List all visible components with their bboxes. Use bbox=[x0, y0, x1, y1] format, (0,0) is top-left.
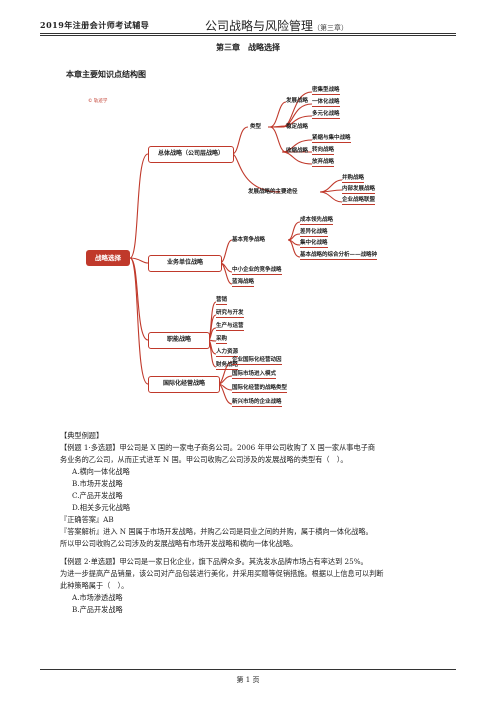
q1-line: 【例题 1·多选题】甲公司是 X 国的一家电子商务公司。2006 年甲公司收购了… bbox=[60, 443, 376, 452]
leaf-diversification: 多元化战略 bbox=[312, 111, 340, 119]
q1-line: 务业务的乙公司，从而正式进军 N 国。甲公司收购乙公司涉及的发展战略的类型有（ … bbox=[60, 455, 348, 464]
mind-map-connectors bbox=[129, 91, 343, 405]
leaf-intl-types: 国际化经营的战略类型 bbox=[232, 385, 288, 393]
q2-line: 为进一步提高产品销量，该公司对产品包装进行美化，并采用买赠等促销措施。根据以上信… bbox=[60, 569, 384, 578]
q1-option-a: A.横向一体化战略 bbox=[72, 467, 130, 476]
node-retreat: 收缩战略 bbox=[286, 148, 309, 154]
leaf-emerging: 新兴市场的企业战略 bbox=[232, 399, 282, 407]
mind-map: © 轨迹学 战略选择 总体战略（公司层战略） 业务单位战略 职能战略 国际化经营… bbox=[80, 82, 440, 427]
leaf-differentiation: 差异化战略 bbox=[300, 229, 328, 237]
node-growth: 发展战略 bbox=[286, 98, 309, 104]
leaf-retrench: 紧缩与集中战略 bbox=[312, 135, 351, 143]
header-title: 公司战略与风险管理 bbox=[205, 19, 314, 33]
node-corporate-strategy: 总体战略（公司层战略） bbox=[148, 146, 234, 163]
leaf-strategy-clock: 基本战略的综合分析——战略钟 bbox=[300, 252, 378, 260]
node-type: 类型 bbox=[250, 124, 262, 130]
q2-option-b: B.产品开发战略 bbox=[72, 605, 123, 614]
mind-map-logo: © 轨迹学 bbox=[88, 99, 108, 104]
leaf-divest: 放弃战略 bbox=[312, 159, 335, 167]
header-rule bbox=[40, 33, 456, 34]
page-number: 第 1 页 bbox=[236, 676, 260, 684]
node-growth-path: 发展战略的主要途径 bbox=[248, 189, 298, 195]
leaf-blue-ocean: 蓝海战略 bbox=[232, 279, 255, 287]
leaf-sme: 中小企业的竞争战略 bbox=[232, 267, 282, 275]
q1-answer: 『正确答案』AB bbox=[60, 515, 114, 524]
leaf-finance: 财务战略 bbox=[216, 362, 239, 370]
node-functional-strategy: 职能战略 bbox=[148, 332, 210, 349]
q2-option-a: A.市场渗透战略 bbox=[72, 593, 123, 602]
map-title: 本章主要知识点结构图 bbox=[66, 69, 146, 79]
leaf-purchasing: 采购 bbox=[216, 336, 228, 344]
q2-line: 此种策略属于（ ）。 bbox=[60, 581, 129, 590]
header-center: 公司战略与风险管理（第三章） bbox=[205, 17, 348, 34]
q1-analysis: 『答案解析』进入 N 国属于市场开发战略，并购乙公司是同业之间的并购，属于横向一… bbox=[60, 527, 373, 536]
node-basic-competitive: 基本竞争战略 bbox=[232, 237, 266, 243]
leaf-turnaround: 转向战略 bbox=[312, 147, 335, 155]
q2-line: 【例题 2·单选题】甲公司是一家日化企业，旗下品牌众多。其洗发水品牌市场占有率达… bbox=[60, 557, 368, 566]
leaf-focus: 集中化战略 bbox=[300, 240, 328, 248]
mind-map-root: 战略选择 bbox=[86, 250, 130, 266]
q1-option-c: C.产品开发战略 bbox=[72, 491, 123, 500]
node-international-strategy: 国际化经营战略 bbox=[148, 376, 220, 393]
leaf-cost-leadership: 成本领先战略 bbox=[300, 217, 334, 225]
leaf-rnd: 研究与开发 bbox=[216, 310, 244, 318]
leaf-marketing: 营销 bbox=[216, 297, 228, 305]
leaf-internal: 内部发展战略 bbox=[342, 186, 376, 194]
leaf-integration: 一体化战略 bbox=[312, 99, 340, 107]
leaf-intl-entry: 国际市场进入模式 bbox=[232, 371, 277, 379]
footer-rule bbox=[40, 669, 456, 670]
leaf-intensive: 密集型战略 bbox=[312, 87, 340, 95]
leaf-hr: 人力资源 bbox=[216, 349, 239, 357]
body-text: 【典型例题】 【例题 1·多选题】甲公司是 X 国的一家电子商务公司。2006 … bbox=[60, 430, 442, 616]
node-stable: 稳定战略 bbox=[286, 124, 309, 130]
typical-heading: 【典型例题】 bbox=[60, 431, 104, 440]
q1-analysis: 所以甲公司收购乙公司涉及的发展战略有市场开发战略和横向一体化战略。 bbox=[60, 539, 298, 548]
leaf-intl-motive: 企业国际化经营动因 bbox=[232, 357, 282, 365]
leaf-alliance: 企业战略联盟 bbox=[342, 197, 376, 205]
leaf-mna: 并购战略 bbox=[342, 175, 365, 183]
header-left: 2019年注册会计师考试辅导 bbox=[40, 20, 150, 30]
q1-option-d: D.相关多元化战略 bbox=[72, 503, 131, 512]
leaf-operations: 生产与运营 bbox=[216, 323, 244, 331]
q1-option-b: B.市场开发战略 bbox=[72, 479, 123, 488]
header-rule-thin bbox=[40, 35, 456, 36]
node-business-strategy: 业务单位战略 bbox=[148, 255, 222, 272]
chapter-title: 第三章 战略选择 bbox=[216, 42, 280, 52]
header-subtitle: （第三章） bbox=[313, 24, 349, 32]
